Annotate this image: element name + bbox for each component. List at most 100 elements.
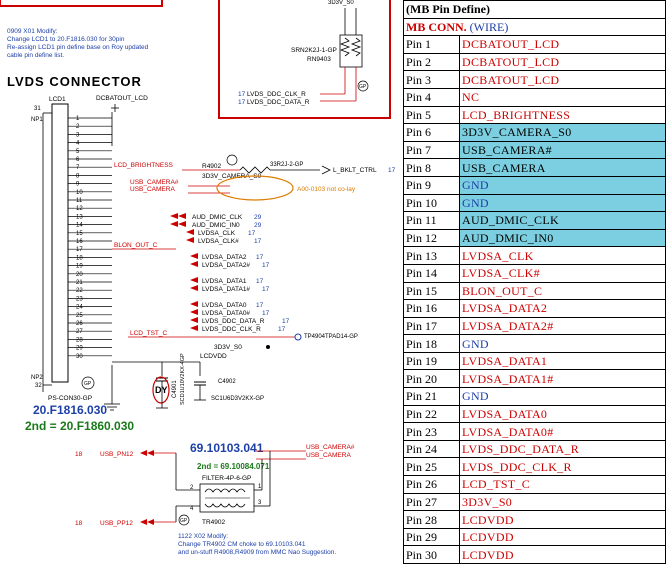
pin-number: 10 — [76, 190, 83, 196]
pin-number-cell: Pin 29 — [403, 527, 460, 547]
signal-cell: NC — [459, 87, 666, 107]
pin-number: 5 — [76, 149, 80, 155]
page-ref: 29 — [254, 214, 262, 221]
signal-cell: GND — [459, 175, 666, 195]
page-ref: 17 — [238, 91, 246, 98]
signal-cell: LVDSA_DATA1# — [459, 369, 666, 389]
gp-mark: GP — [180, 518, 188, 524]
pin-number-cell: Pin 20 — [403, 369, 460, 389]
page-ref: 18 — [75, 451, 83, 458]
pin-number: 14 — [76, 223, 83, 229]
pin-number-cell: Pin 25 — [403, 457, 460, 477]
svg-text:3: 3 — [258, 500, 262, 506]
note-line: Change LCD1 to 20.F1816.030 for 30pin — [7, 36, 125, 43]
pin-number: 23 — [76, 296, 83, 302]
table-subtitle: MB CONN. (WIRE) — [403, 17, 666, 37]
cap-value: SC1U6D3V2KX-GP — [211, 396, 264, 402]
pin-number: 30 — [76, 354, 83, 360]
pin-number-cell: Pin 8 — [403, 158, 460, 177]
pin-number: 16 — [76, 239, 83, 245]
page-ref: 17 — [282, 318, 290, 325]
net-label: LVDSA_CLK# — [198, 238, 239, 245]
page-ref: 17 — [262, 262, 270, 269]
note-line: 0909 X01 Modify: — [7, 28, 58, 35]
connector-2nd-source: 2nd = 20.F1860.030 — [25, 419, 134, 433]
pin-number-cell: Pin 6 — [403, 123, 460, 142]
table-title: (MB Pin Define) — [403, 0, 666, 19]
pin-number-cell: Pin 18 — [403, 334, 460, 353]
net-label: LVDS_DDC_DATA_R — [247, 99, 310, 106]
net-label: 3D3V_CAMERA_S0 — [202, 173, 262, 180]
title-block-fragment — [0, 0, 163, 7]
net-label: LVDS_DDC_CLK_R — [247, 91, 306, 98]
rn-ref: RN9403 — [307, 56, 331, 63]
note-line: cable pin define list. — [7, 52, 64, 59]
signal-cell: AUD_DMIC_IN0 — [459, 228, 666, 248]
pin-number: 24 — [76, 305, 83, 311]
net-label: USB_PN12 — [100, 451, 134, 458]
pin-number-cell: Pin 10 — [403, 193, 460, 213]
pin-number-cell: Pin 16 — [403, 299, 460, 318]
signal-cell: LVDSA_DATA0 — [459, 404, 666, 424]
pin-number-cell: Pin 12 — [403, 228, 460, 248]
pin-number: 20 — [76, 272, 83, 278]
rail-label: 3D3V_S0 — [328, 0, 354, 6]
pin-number: 19 — [76, 264, 83, 270]
pin-number-cell: Pin 2 — [403, 52, 460, 72]
signal-cell: LVDSA_CLK — [459, 246, 666, 265]
page-ref: 17 — [388, 167, 396, 174]
gp-mark: GP — [84, 381, 92, 387]
pin-number: 17 — [76, 247, 83, 253]
modify-note-top: 0909 X01 Modify: Change LCD1 to 20.F1816… — [7, 28, 149, 59]
choke-partno: 69.10103.041 — [190, 441, 264, 455]
net-label: LVDSA_DATA1 — [202, 278, 247, 285]
pin-number-cell: Pin 23 — [403, 422, 460, 441]
pin-number: 8 — [76, 173, 80, 179]
pin-number-cell: Pin 30 — [403, 545, 460, 564]
pin31-label: 31 — [34, 106, 41, 112]
pin-number-cell: Pin 27 — [403, 492, 460, 512]
np-label: NP2 — [31, 375, 43, 381]
gp-mark: GP — [359, 84, 367, 90]
net-label: USB_CAMERA — [130, 186, 175, 193]
note-line: 1122 X02 Modify: — [178, 533, 228, 540]
lvds-schematic: 0909 X01 Modify: Change LCD1 to 20.F1816… — [0, 0, 396, 556]
signal-cell: DCBATOUT_LCD — [459, 35, 666, 54]
signal-cell: LCDVDD — [459, 545, 666, 564]
page-ref: 17 — [238, 99, 246, 106]
signal-cell: GND — [459, 334, 666, 353]
pin-number: 25 — [76, 313, 83, 319]
net-label: LVDSA_DATA2# — [202, 262, 250, 269]
connector-pins: 1234567891011121314151617181920212223242… — [68, 116, 112, 360]
note-line: Change TR4902 CM choke to 69.10103.041 — [178, 541, 306, 548]
signal-cell: GND — [459, 193, 666, 213]
net-label: LVDS_DDC_DATA_R — [202, 318, 265, 325]
signal-cell: LCDVDD — [459, 510, 666, 529]
section-title: LVDS CONNECTOR — [7, 74, 142, 89]
pin-number: 28 — [76, 337, 83, 343]
pin-number: 27 — [76, 329, 83, 335]
pin-number: 4 — [76, 141, 80, 147]
connector-part: PS-CON30-GP — [48, 395, 92, 402]
pin-number-cell: Pin 24 — [403, 439, 460, 459]
signal-cell: AUD_DMIC_CLK — [459, 211, 666, 230]
pin-number: 7 — [76, 165, 80, 171]
page-ref: 17 — [256, 278, 264, 285]
signal-cell: LCDVDD — [459, 527, 666, 547]
pin-number: 18 — [76, 255, 83, 261]
cap-value: SCD1U10V2KX-4GP — [180, 353, 186, 405]
resistor-value: 33R2J-2-GP — [270, 162, 303, 168]
table-header-row: MB CONN. (WIRE) — [403, 17, 666, 37]
signal-cell: 3D3V_S0 — [459, 492, 666, 512]
pin-number-cell: Pin 14 — [403, 263, 460, 283]
net-label: LVDSA_DATA0# — [202, 310, 250, 317]
